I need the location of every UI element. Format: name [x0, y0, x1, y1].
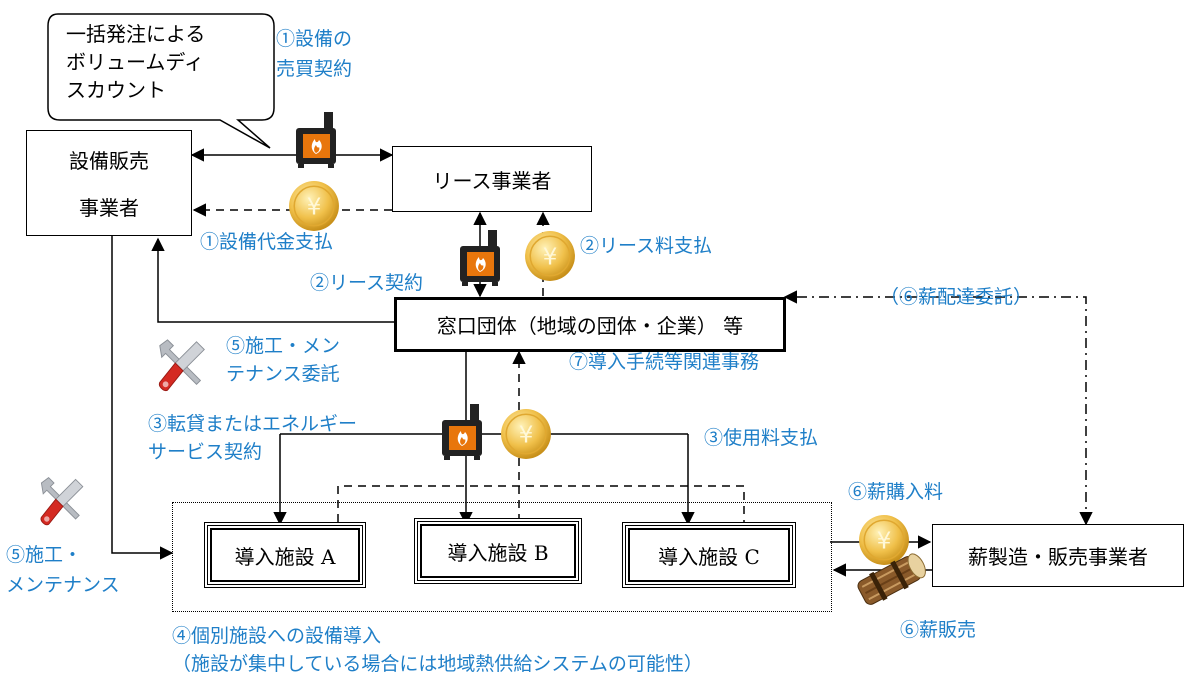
callout-bubble	[47, 13, 275, 149]
yen-coin-icon	[524, 230, 576, 282]
sublease-label: ③転貸またはエネルギー サービス契約	[148, 413, 358, 463]
firewood-bundle-icon	[857, 553, 926, 605]
equipment-payment-label: ①設備代金支払	[200, 231, 334, 253]
equipment-seller-line-2: 事業者	[79, 196, 139, 220]
yen-coin-icon	[858, 514, 910, 566]
construction-outsourcing-label: ⑤施工・メン テナンス委託	[226, 335, 341, 385]
facility-c-box: 導入施設 C	[622, 522, 796, 588]
firewood-fee-label: ⑥薪購入料	[848, 481, 944, 503]
equipment-seller-box: 設備販売 事業者	[26, 130, 192, 236]
yen-coin-icon	[288, 180, 340, 232]
lessor-box: リース事業者	[392, 146, 592, 212]
construction-arrow	[111, 236, 174, 560]
lease-contract-label: ②リース契約	[310, 272, 424, 294]
firewood-delivery-arrow	[783, 290, 1093, 526]
contact-org-label: 窓口団体（地域の団体・企業） 等	[436, 314, 744, 338]
callout-line-1: 一括発注による	[66, 22, 206, 46]
facility-group	[172, 502, 832, 612]
equipment-seller-line-1: 設備販売	[69, 149, 149, 173]
firewood-supplier-box: 薪製造・販売事業者	[932, 524, 1184, 587]
outsourcing-arrow	[151, 237, 395, 323]
facility-c-label: 導入施設 C	[658, 544, 760, 569]
facility-a-box: 導入施設 A	[204, 522, 366, 588]
equipment-sale-label: ①設備の 売買契約	[276, 28, 353, 80]
lease-payment-label: ②リース料支払	[580, 235, 713, 257]
admin-work-label: ⑦導入手続等関連事務	[569, 351, 760, 373]
wrench-screwdriver-icon	[158, 339, 205, 392]
facility-b-box: 導入施設 B	[414, 518, 582, 584]
facility-b-label: 導入施設 B	[447, 540, 549, 565]
construction-label: ⑤施工・ メンテナンス	[6, 544, 120, 596]
callout-line-3: スカウント	[66, 78, 166, 102]
lessor-label: リース事業者	[432, 168, 552, 193]
usage-fee-label: ③使用料支払	[704, 427, 819, 449]
firewood-delivery-label: （⑥薪配達委託）	[880, 286, 1033, 308]
callout-line-2: ボリュームディ	[66, 50, 204, 74]
wood-stove-icon	[296, 112, 336, 168]
facility-a-label: 導入施設 A	[234, 544, 336, 569]
wood-stove-icon	[442, 404, 482, 460]
firewood-supplier-label: 薪製造・販売事業者	[968, 545, 1148, 569]
wrench-screwdriver-icon	[40, 477, 84, 526]
firewood-sale-label: ⑥薪販売	[900, 619, 977, 641]
contact-org-box: 窓口団体（地域の団体・企業） 等	[394, 297, 786, 352]
callout-text: 一括発注による ボリュームディ スカウント	[66, 20, 205, 104]
individual-install-label: ④個別施設への設備導入 （施設が集中している場合には地域熱供給システムの可能性）	[172, 625, 703, 675]
yen-coin-icon	[500, 408, 552, 460]
